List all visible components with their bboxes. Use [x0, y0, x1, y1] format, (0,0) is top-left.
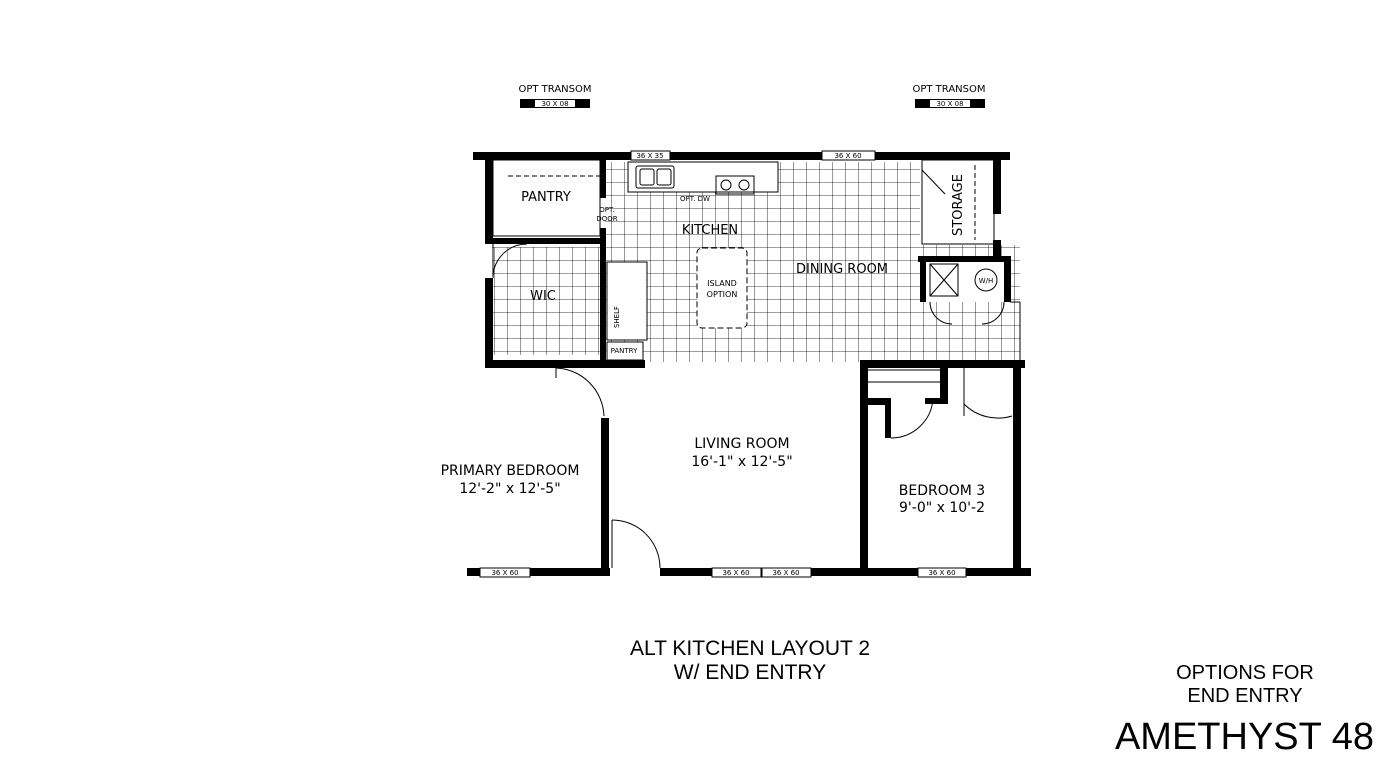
living-room-size: 16'-1" x 12'-5" — [691, 454, 792, 470]
tile-floor — [492, 161, 1020, 362]
window-size: 36 X 60 — [491, 569, 518, 577]
walls — [467, 152, 1031, 576]
options-caption-line: END ENTRY — [1187, 685, 1303, 707]
bedroom-3-size: 9'-0" x 10'-2 — [899, 500, 985, 516]
pantry-label: PANTRY — [521, 190, 571, 205]
model-title: AMETHYST 48 — [1114, 716, 1374, 758]
window-markers — [479, 99, 985, 578]
kitchen-label: KITCHEN — [682, 223, 738, 238]
opt-door-label: DOOR — [596, 215, 617, 223]
window-size: 36 X 60 — [834, 152, 861, 160]
door-swings — [492, 169, 1013, 569]
layout-caption: ALT KITCHEN LAYOUT 2 W/ END ENTRY — [560, 637, 940, 685]
layout-caption-line: ALT KITCHEN LAYOUT 2 — [629, 637, 870, 660]
island-label: OPTION — [707, 290, 738, 299]
water-heater-icon — [929, 263, 998, 297]
window-size: 36 X 60 — [722, 569, 749, 577]
transom-label: OPT TRANSOM — [518, 84, 591, 95]
transom-label: OPT TRANSOM — [912, 84, 985, 95]
transom-size: 30 X 08 — [936, 100, 963, 108]
window-size: 36 X 60 — [928, 569, 955, 577]
water-heater-label: W/H — [979, 277, 994, 285]
options-caption-line: OPTIONS FOR — [1176, 662, 1314, 684]
sink-icon — [635, 165, 675, 189]
small-pantry-label: PANTRY — [611, 347, 638, 355]
window-size: 36 X 60 — [772, 569, 799, 577]
storage-label: STORAGE — [951, 174, 966, 236]
layout-caption-line: W/ END ENTRY — [673, 661, 827, 685]
wic-label: WIC — [530, 289, 556, 304]
range-icon — [715, 175, 755, 195]
primary-bedroom-label: PRIMARY BEDROOM — [441, 463, 580, 479]
window-size: 36 X 35 — [636, 152, 663, 160]
bedroom-3-label: BEDROOM 3 — [899, 483, 985, 499]
island-label: ISLAND — [707, 279, 737, 288]
living-room-label: LIVING ROOM — [694, 436, 789, 452]
shelf-label: SHELF — [613, 306, 621, 328]
opt-door-label: OPT. — [599, 206, 614, 214]
opt-dw-label: OPT. DW — [680, 195, 710, 203]
transom-size: 30 X 08 — [541, 100, 568, 108]
dining-room-label: DINING ROOM — [796, 262, 888, 277]
cabinets — [492, 159, 1021, 383]
options-caption: OPTIONS FOR END ENTRY — [1150, 662, 1340, 708]
primary-bedroom-size: 12'-2" x 12'-5" — [459, 481, 560, 497]
